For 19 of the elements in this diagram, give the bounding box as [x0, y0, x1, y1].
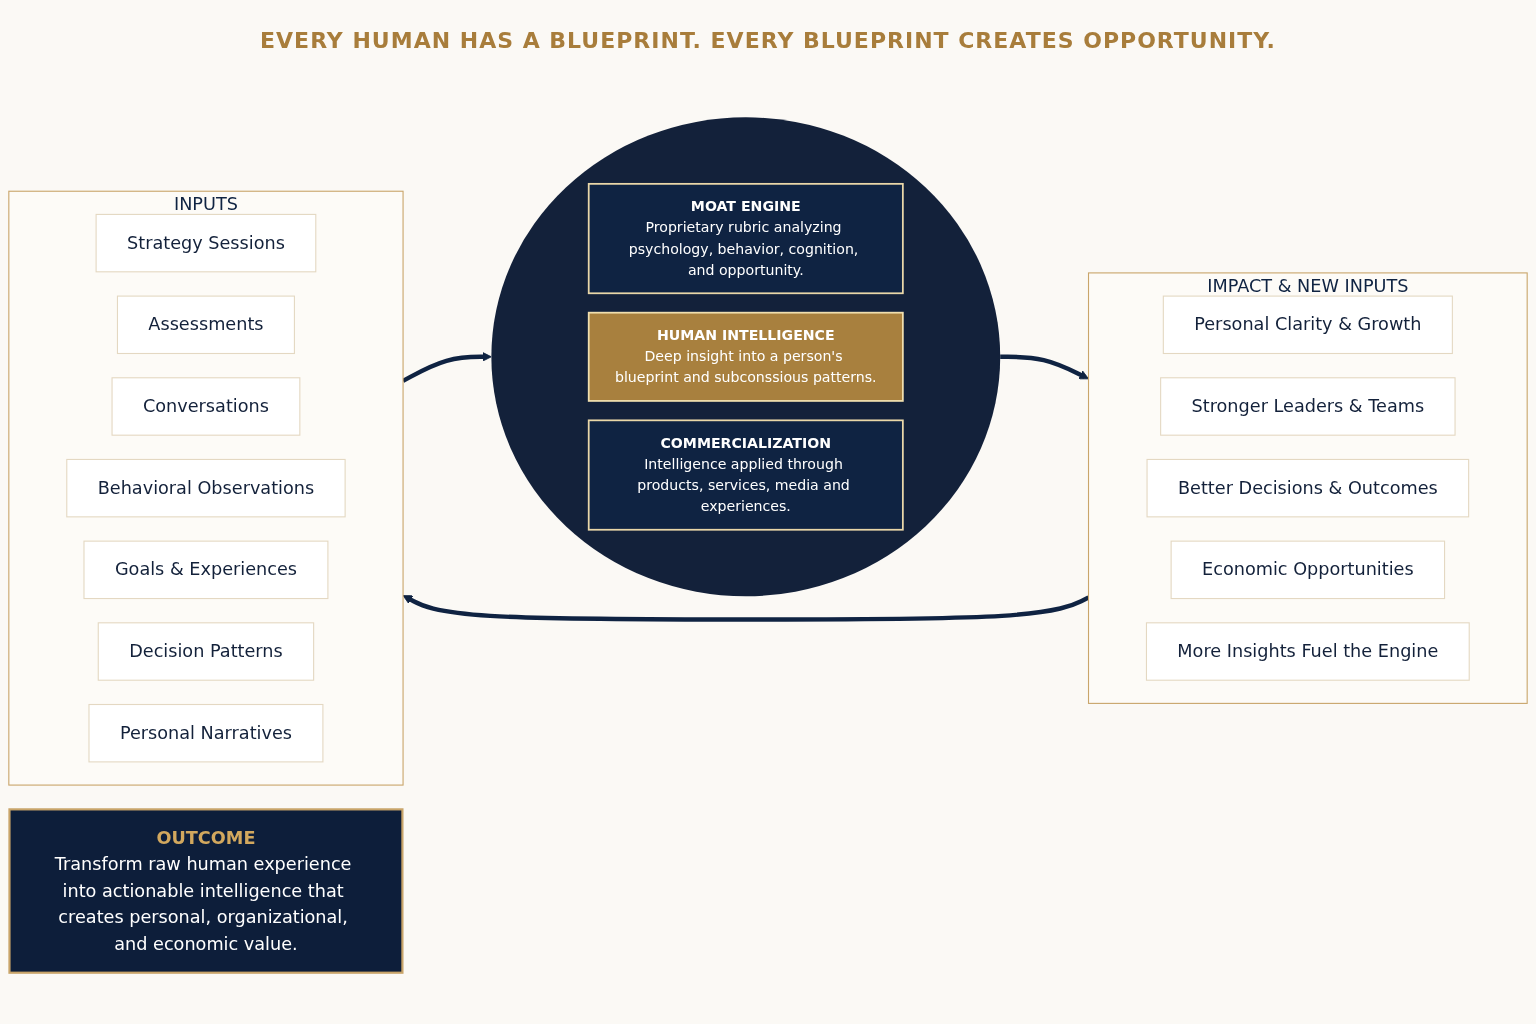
node-box: Goals & Experiences	[83, 540, 329, 600]
node-box: MOAT ENGINE Proprietary rubric analyzing psychology, behavior, cognition, and opportunity.	[587, 182, 904, 295]
node-box: Conversations	[111, 377, 301, 436]
arrow	[1000, 354, 1089, 380]
node-box: OUTCOME Transform raw human experience into actionable intelligence that creates personal, organizational, and economic value.	[8, 808, 404, 974]
node-box: Personal Narratives	[88, 703, 324, 763]
cluster	[491, 117, 1001, 597]
node-box: Economic Opportunities	[1170, 540, 1446, 600]
node-box: Behavioral Observations	[66, 458, 346, 518]
node-box: Strategy Sessions	[95, 213, 317, 273]
node-box: More Insights Fuel the Engine	[1145, 622, 1470, 681]
node-box: COMMERCIALIZATION Intelligence applied through products, services, media and experiences.	[587, 419, 904, 531]
node-box: Decision Patterns	[97, 622, 315, 681]
node-box: HUMAN INTELLIGENCE Deep insight into a person's blueprint and subconssious patterns.	[587, 311, 904, 402]
tagline: EVERY HUMAN HAS A BLUEPRINT. EVERY BLUEPRINT CREATES OPPORTUNITY.	[260, 27, 1276, 53]
node-box: Stronger Leaders & Teams	[1160, 377, 1456, 436]
node-box: Personal Clarity & Growth	[1162, 295, 1453, 355]
node-box: Assessments	[116, 295, 295, 355]
node-box: Better Decisions & Outcomes	[1146, 458, 1470, 518]
